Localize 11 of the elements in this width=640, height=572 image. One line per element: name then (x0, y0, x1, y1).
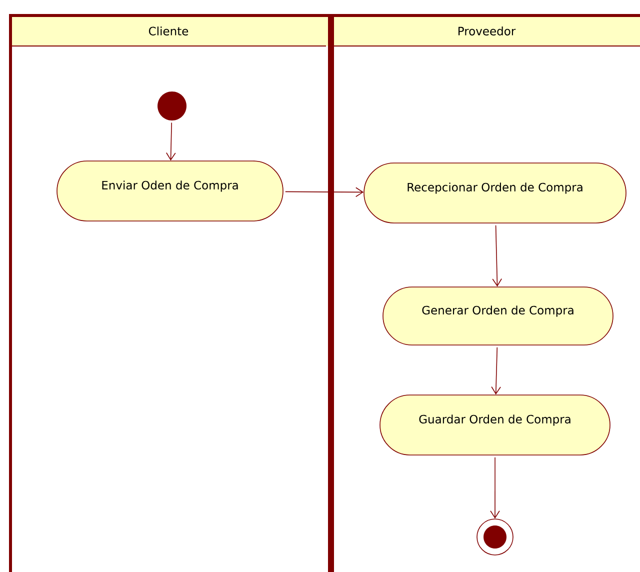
final-node (476, 518, 514, 556)
initial-node (158, 92, 186, 120)
action-node: Recepcionar Orden de Compra (364, 162, 626, 224)
arrow (492, 224, 502, 287)
arrow (285, 187, 364, 198)
action-node: Generar Orden de Compra (382, 286, 614, 346)
arrow (166, 122, 176, 161)
arrow (490, 457, 500, 519)
action-node: Enviar Oden de Compra (56, 160, 284, 222)
action-node: Guardar Orden de Compra (380, 394, 610, 456)
arrow (491, 347, 501, 395)
